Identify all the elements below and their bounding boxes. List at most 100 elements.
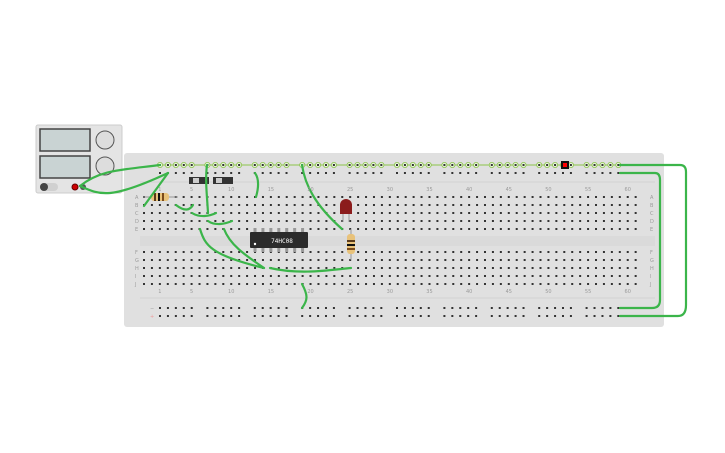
breadboard-hole[interactable] [452, 251, 455, 253]
breadboard-hole[interactable] [269, 259, 272, 261]
breadboard-hole[interactable] [325, 196, 328, 198]
breadboard-hole[interactable] [261, 275, 264, 277]
rail-hole[interactable] [380, 315, 383, 317]
rail-hole[interactable] [261, 307, 264, 309]
rail-hole[interactable] [285, 315, 288, 317]
rail-hole[interactable] [182, 172, 185, 174]
breadboard-hole[interactable] [579, 228, 582, 230]
breadboard-hole[interactable] [602, 275, 605, 277]
rail-hole[interactable] [222, 315, 225, 317]
rail-hole[interactable] [506, 172, 509, 174]
breadboard-hole[interactable] [198, 275, 201, 277]
rail-hole[interactable] [498, 307, 501, 309]
breadboard-hole[interactable] [515, 228, 518, 230]
rail-hole[interactable] [324, 307, 327, 309]
breadboard-hole[interactable] [238, 196, 241, 198]
breadboard-hole[interactable] [396, 283, 399, 285]
breadboard-hole[interactable] [325, 204, 328, 206]
breadboard-hole[interactable] [150, 212, 153, 214]
breadboard-hole[interactable] [404, 220, 407, 222]
breadboard-hole[interactable] [333, 275, 336, 277]
breadboard-hole[interactable] [174, 283, 177, 285]
breadboard-hole[interactable] [476, 196, 479, 198]
wires[interactable] [78, 163, 688, 318]
breadboard-hole[interactable] [182, 251, 185, 253]
breadboard-hole[interactable] [309, 251, 312, 253]
breadboard-hole[interactable] [610, 251, 613, 253]
breadboard-hole[interactable] [595, 251, 598, 253]
breadboard-hole[interactable] [507, 267, 510, 269]
breadboard-hole[interactable] [214, 228, 217, 230]
breadboard-hole[interactable] [483, 275, 486, 277]
breadboard-hole[interactable] [555, 204, 558, 206]
breadboard-hole[interactable] [166, 251, 169, 253]
breadboard-hole[interactable] [222, 275, 225, 277]
breadboard-hole[interactable] [531, 275, 534, 277]
breadboard-hole[interactable] [634, 283, 637, 285]
breadboard-hole[interactable] [396, 220, 399, 222]
breadboard-hole[interactable] [365, 251, 368, 253]
breadboard-hole[interactable] [349, 275, 352, 277]
breadboard-hole[interactable] [626, 228, 629, 230]
breadboard-hole[interactable] [293, 196, 296, 198]
breadboard-hole[interactable] [214, 259, 217, 261]
breadboard-hole[interactable] [246, 275, 249, 277]
breadboard-hole[interactable] [579, 275, 582, 277]
breadboard-hole[interactable] [182, 275, 185, 277]
breadboard-hole[interactable] [198, 220, 201, 222]
rail-hole[interactable] [546, 307, 549, 309]
breadboard-hole[interactable] [293, 204, 296, 206]
breadboard-hole[interactable] [412, 275, 415, 277]
breadboard-hole[interactable] [190, 228, 193, 230]
breadboard-hole[interactable] [143, 267, 145, 269]
breadboard-hole[interactable] [277, 283, 280, 285]
breadboard-hole[interactable] [571, 220, 574, 222]
breadboard-hole[interactable] [404, 267, 407, 269]
breadboard-hole[interactable] [531, 196, 534, 198]
breadboard-hole[interactable] [333, 259, 336, 261]
breadboard-hole[interactable] [166, 275, 169, 277]
rail-hole[interactable] [332, 172, 335, 174]
breadboard-hole[interactable] [468, 212, 471, 214]
breadboard-hole[interactable] [214, 283, 217, 285]
breadboard-hole[interactable] [436, 228, 439, 230]
breadboard-hole[interactable] [436, 283, 439, 285]
breadboard-hole[interactable] [293, 267, 296, 269]
rail-hole[interactable] [585, 315, 588, 317]
rail-hole[interactable] [475, 307, 478, 309]
breadboard-hole[interactable] [499, 283, 502, 285]
breadboard-hole[interactable] [460, 228, 463, 230]
breadboard-hole[interactable] [523, 283, 526, 285]
breadboard-hole[interactable] [182, 204, 185, 206]
breadboard-hole[interactable] [357, 196, 360, 198]
breadboard-hole[interactable] [444, 212, 447, 214]
breadboard-hole[interactable] [436, 220, 439, 222]
rail-hole[interactable] [372, 315, 375, 317]
rail-hole[interactable] [498, 315, 501, 317]
breadboard-hole[interactable] [452, 220, 455, 222]
breadboard-hole[interactable] [428, 267, 431, 269]
breadboard-hole[interactable] [555, 267, 558, 269]
rail-hole[interactable] [490, 172, 493, 174]
breadboard-hole[interactable] [166, 204, 169, 206]
breadboard-hole[interactable] [190, 267, 193, 269]
breadboard-hole[interactable] [587, 220, 590, 222]
breadboard-hole[interactable] [571, 275, 574, 277]
breadboard-hole[interactable] [571, 196, 574, 198]
breadboard-hole[interactable] [507, 212, 510, 214]
rail-hole[interactable] [554, 307, 557, 309]
breadboard-hole[interactable] [460, 251, 463, 253]
breadboard-hole[interactable] [436, 251, 439, 253]
breadboard-hole[interactable] [539, 251, 542, 253]
breadboard-hole[interactable] [483, 228, 486, 230]
rail-hole[interactable] [459, 172, 462, 174]
breadboard-hole[interactable] [238, 212, 241, 214]
breadboard-hole[interactable] [150, 228, 153, 230]
breadboard-hole[interactable] [254, 283, 257, 285]
breadboard-hole[interactable] [150, 275, 153, 277]
breadboard-hole[interactable] [269, 212, 272, 214]
breadboard-hole[interactable] [277, 204, 280, 206]
breadboard-hole[interactable] [547, 212, 550, 214]
breadboard-hole[interactable] [285, 275, 288, 277]
breadboard-hole[interactable] [380, 275, 383, 277]
